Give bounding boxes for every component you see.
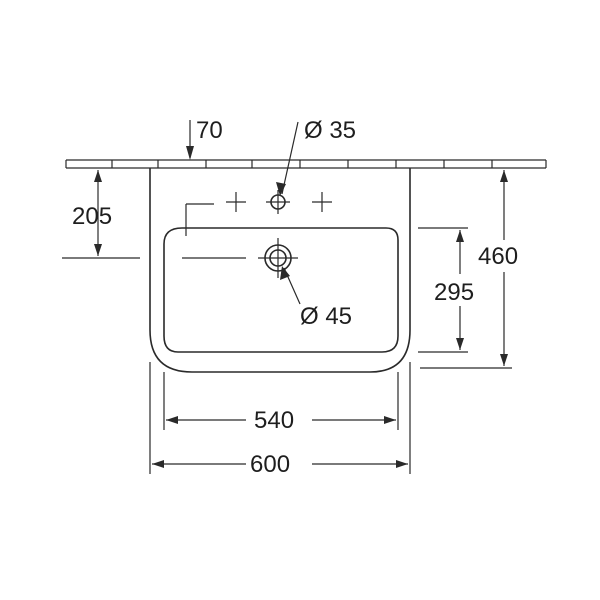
dim-overall-width: 600 <box>149 362 411 478</box>
tap-hole-right-marker <box>312 192 332 212</box>
basin-outer-outline <box>149 168 411 373</box>
tap-hole-left-marker <box>226 192 246 212</box>
dim-tap-hole-label: Ø 35 <box>304 117 356 144</box>
dim-tap-hole: Ø 35 <box>276 117 356 196</box>
dim-bowl-depth-label: 295 <box>434 279 474 306</box>
dim-overall-depth: 460 <box>420 170 518 369</box>
dim-tap-height-label: 205 <box>72 203 112 230</box>
dim-bowl-width: 540 <box>163 372 399 434</box>
tap-centerline <box>185 203 214 236</box>
dim-overall-depth-label: 460 <box>478 243 518 270</box>
dim-overall-width-label: 600 <box>250 451 290 478</box>
dim-drain-hole: Ø 45 <box>280 266 352 330</box>
dim-bowl-width-label: 540 <box>254 407 294 434</box>
dim-bowl-depth: 295 <box>418 227 474 353</box>
wall-strip <box>65 159 547 169</box>
basin-bowl-outline <box>163 227 399 353</box>
dim-drain-hole-label: Ø 45 <box>300 303 352 330</box>
dim-tap-offset: 70 <box>186 117 223 160</box>
dim-tap-height: 205 <box>62 170 140 259</box>
drain-hole <box>182 238 298 278</box>
tap-hole-center <box>266 190 290 214</box>
dim-tap-offset-label: 70 <box>196 117 223 144</box>
